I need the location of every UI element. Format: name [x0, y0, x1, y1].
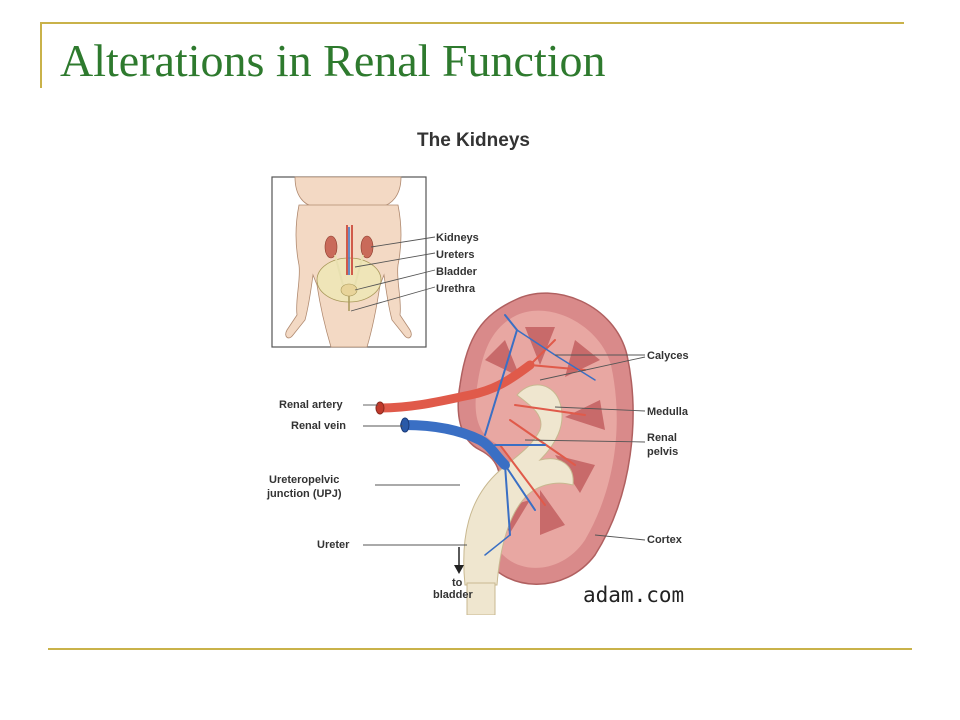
label-bladder-dest: bladder	[433, 589, 473, 601]
inset-leader-lines	[350, 236, 436, 312]
slide-title: Alterations in Renal Function	[60, 35, 606, 86]
label-medulla: Medulla	[647, 406, 689, 418]
figure-heading: The Kidneys	[417, 130, 530, 151]
inset-label-ureters: Ureters	[436, 249, 475, 261]
label-to: to	[452, 577, 463, 589]
label-renal-artery: Renal artery	[279, 399, 343, 411]
kidney-diagram: The Kidneys Kidneys Ureters Bladder Uret…	[255, 115, 725, 615]
label-pelvis: pelvis	[647, 446, 678, 458]
label-renal-vein: Renal vein	[291, 420, 346, 432]
label-renal: Renal	[647, 432, 677, 444]
credit-text: adam.com	[583, 583, 684, 607]
label-upj: junction (UPJ)	[266, 488, 342, 500]
arrow-to-bladder	[454, 547, 464, 574]
kidney-cross-section	[375, 292, 634, 615]
frame-top-rule	[40, 22, 904, 24]
label-ureteropelvic: Ureteropelvic	[269, 474, 339, 486]
inset-label-kidneys: Kidneys	[436, 232, 479, 244]
left-leader-lines	[363, 404, 467, 546]
kidney-illustration: The Kidneys Kidneys Ureters Bladder Uret…	[266, 130, 689, 615]
label-ureter: Ureter	[317, 539, 350, 551]
label-calyces: Calyces	[647, 350, 689, 362]
inset-label-bladder: Bladder	[436, 266, 478, 278]
label-cortex: Cortex	[647, 534, 683, 546]
body-silhouette	[285, 176, 412, 348]
frame-left-rule	[40, 22, 42, 88]
frame-bottom-rule	[48, 648, 912, 650]
right-leader-lines	[524, 354, 646, 541]
inset-label-urethra: Urethra	[436, 283, 476, 295]
